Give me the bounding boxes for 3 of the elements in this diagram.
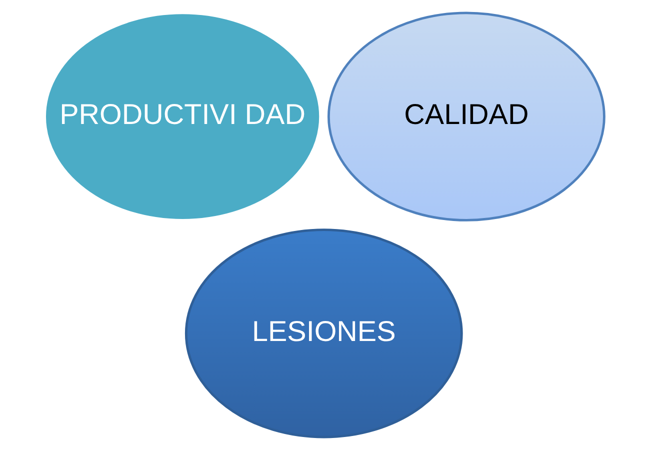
node-ellipse: PRODUCTIVI DAD <box>44 12 322 222</box>
node-ellipse: LESIONES <box>184 228 463 438</box>
node-ellipse: CALIDAD <box>328 12 606 222</box>
